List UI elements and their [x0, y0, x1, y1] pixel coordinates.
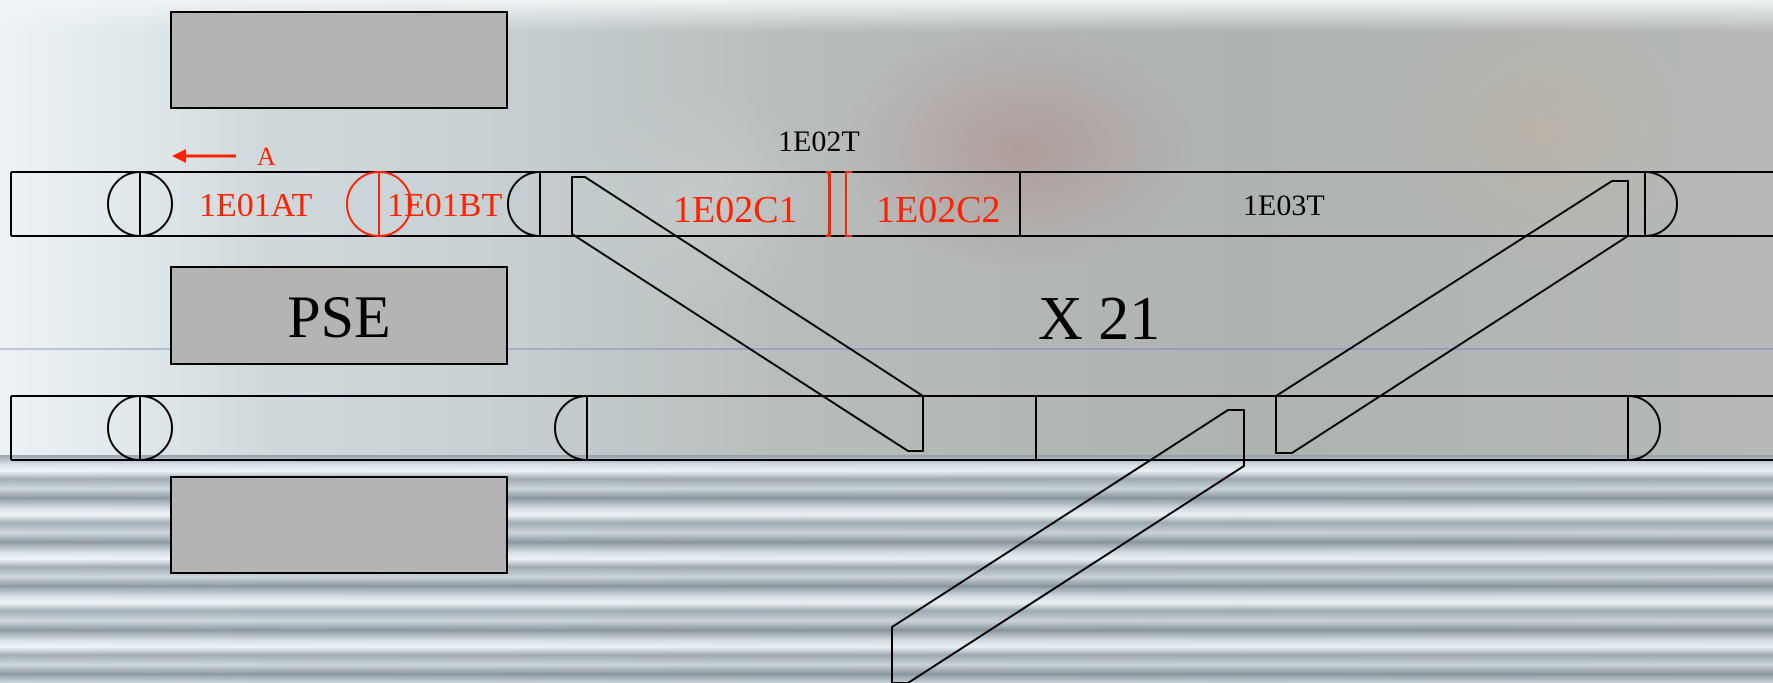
circuit-label-1e02c1: 1E02C1 — [673, 189, 798, 231]
direction-label: A — [257, 142, 276, 171]
platform-label: PSE — [287, 284, 390, 350]
joint-lower-1 — [108, 396, 172, 460]
multiplier-label: X 21 — [1038, 285, 1160, 353]
circuit-label-1e03t: 1E03T — [1243, 189, 1325, 222]
joint-lower-4 — [1628, 396, 1660, 460]
platform-bottom — [171, 477, 507, 573]
direction-arrow-icon — [172, 149, 236, 163]
joint-upper-1 — [108, 172, 172, 236]
crossover-switch-right — [1276, 181, 1628, 453]
joint-upper-3 — [508, 172, 540, 236]
platform-top — [171, 12, 507, 108]
circuit-label-1e02t: 1E02T — [778, 125, 860, 158]
diverging-branch — [892, 410, 1244, 683]
circuit-label-1e01at: 1E01AT — [199, 187, 313, 224]
red-bracket-joint — [826, 172, 852, 236]
joint-upper-6 — [1645, 172, 1677, 236]
joint-lower-2 — [555, 396, 587, 460]
circuit-label-1e01bt: 1E01BT — [387, 187, 502, 224]
circuit-label-1e02c2: 1E02C2 — [876, 189, 1001, 231]
